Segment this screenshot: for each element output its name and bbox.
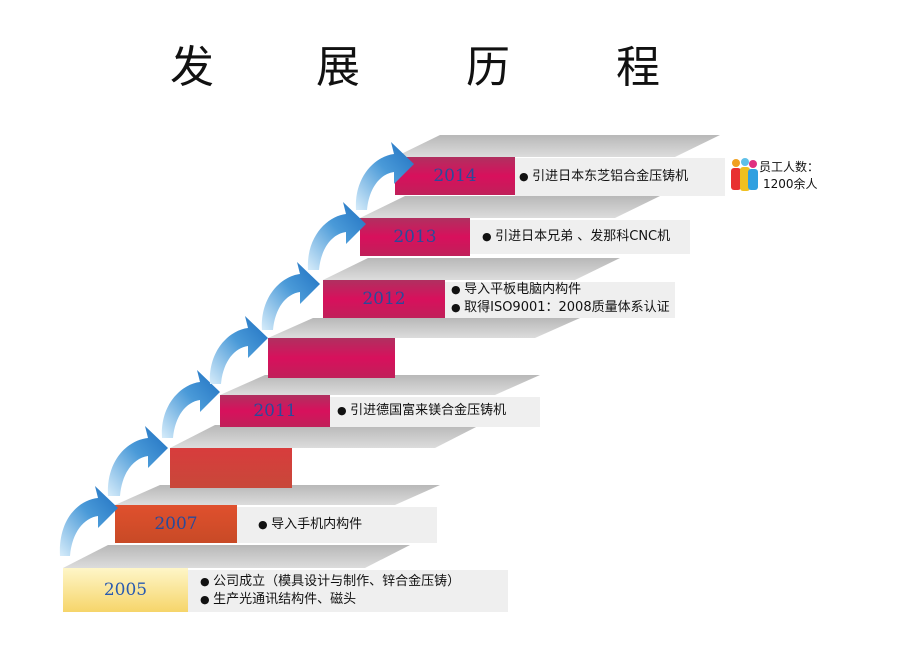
tread-2: [115, 485, 440, 505]
year-label-2013: 2013: [393, 227, 437, 247]
milestone-desc-2011: 引进德国富来镁合金压铸机: [337, 402, 506, 420]
staff-label: 员工人数：: [759, 160, 820, 174]
arrow-icon-3: [161, 370, 220, 438]
bullet-item: 生产光通讯结构件、磁头: [200, 591, 460, 609]
riser-2013: [360, 218, 470, 256]
bullet-item: 引进日本兄弟 、发那科CNC机: [482, 228, 670, 246]
tread-5: [268, 318, 580, 338]
bullet-item: 引进德国富来镁合金压铸机: [337, 402, 506, 420]
riser-2011: [220, 395, 330, 427]
tread-8: [395, 135, 720, 157]
title-char-1: 发: [170, 42, 214, 93]
arrow-icon-2: [107, 426, 168, 496]
year-label-2012: 2012: [362, 289, 406, 309]
curved-arrows: [59, 142, 414, 556]
title-char-4: 程: [616, 42, 660, 93]
arrow-icon-6: [307, 202, 366, 270]
milestone-desc-2014: 引进日本东芝铝合金压铸机: [519, 168, 688, 186]
milestone-desc-2012: 导入平板电脑内构件 取得ISO9001：2008质量体系认证: [451, 281, 670, 317]
arrow-icon-5: [261, 262, 320, 330]
riser-2012: [323, 280, 445, 318]
tread-6: [323, 258, 620, 280]
step-risers: [63, 157, 515, 612]
tread-7: [360, 196, 660, 218]
milestone-desc-2013: 引进日本兄弟 、发那科CNC机: [482, 228, 670, 246]
page-title: 发 展 历 程: [0, 38, 900, 98]
tread-4: [220, 375, 540, 395]
arrow-icon-4: [209, 316, 268, 384]
tread-3: [170, 425, 480, 448]
year-label-2014: 2014: [433, 166, 477, 186]
riser-2005: [63, 568, 188, 612]
arrow-icon-1: [59, 486, 118, 556]
riser-blank-1: [170, 448, 292, 488]
staff-count: 员工人数： 1200余人: [729, 157, 849, 197]
people-icon: [731, 158, 758, 191]
title-char-2: 展: [316, 42, 360, 93]
milestone-desc-2007: 导入手机内构件: [258, 516, 362, 534]
bullet-item: 导入手机内构件: [258, 516, 362, 534]
year-label-2005: 2005: [103, 580, 148, 600]
bullet-item: 公司成立（模具设计与制作、锌合金压铸）: [200, 573, 460, 591]
year-label-2011: 2011: [253, 401, 297, 421]
arrow-icon-7: [355, 142, 414, 210]
step-treads: [63, 135, 720, 568]
title-char-3: 历: [466, 42, 510, 93]
tread-1: [63, 545, 410, 568]
staff-value: 1200余人: [763, 177, 818, 191]
riser-2014: [395, 157, 515, 195]
riser-blank-2: [268, 338, 395, 378]
staff-count-text: 员工人数： 1200余人: [759, 159, 819, 193]
riser-2007: [115, 505, 237, 543]
bullet-item: 取得ISO9001：2008质量体系认证: [451, 299, 670, 317]
year-label-2007: 2007: [154, 514, 198, 534]
bullet-item: 导入平板电脑内构件: [451, 281, 670, 299]
milestone-desc-2005: 公司成立（模具设计与制作、锌合金压铸） 生产光通讯结构件、磁头: [200, 573, 460, 609]
bullet-item: 引进日本东芝铝合金压铸机: [519, 168, 688, 186]
